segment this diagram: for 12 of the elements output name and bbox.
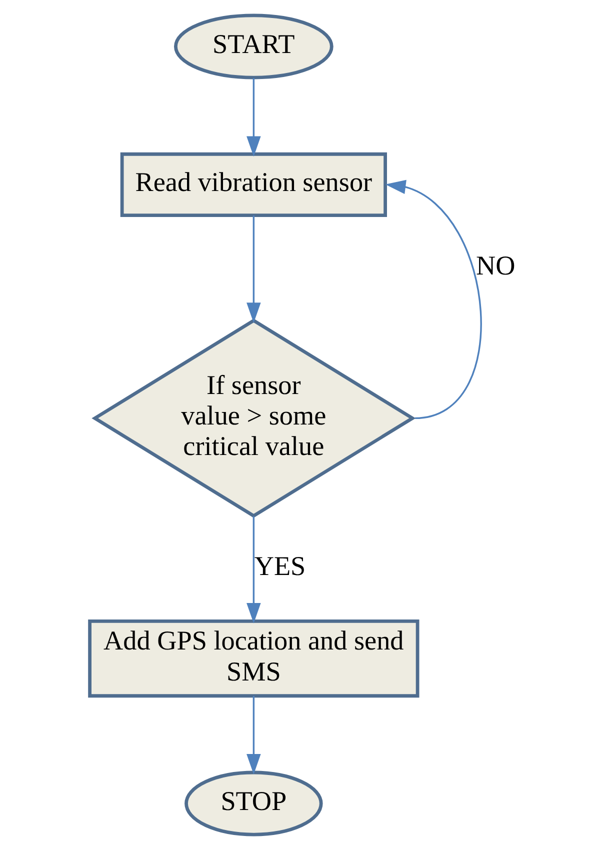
arrow (246, 516, 261, 624)
node-box: Add GPS location and send SMS (88, 619, 420, 698)
node-box: Read vibration sensor (120, 152, 387, 217)
arrow (246, 216, 261, 323)
edge-label: NO (476, 250, 516, 280)
edge-label: YES (254, 550, 306, 581)
node-ellipse: STOP (184, 770, 323, 836)
arrow (246, 696, 261, 774)
node-ellipse: START (174, 14, 334, 80)
arrow (385, 180, 482, 420)
node-diamond: If sensor value > some critical value (92, 318, 416, 518)
arrow (246, 78, 261, 157)
